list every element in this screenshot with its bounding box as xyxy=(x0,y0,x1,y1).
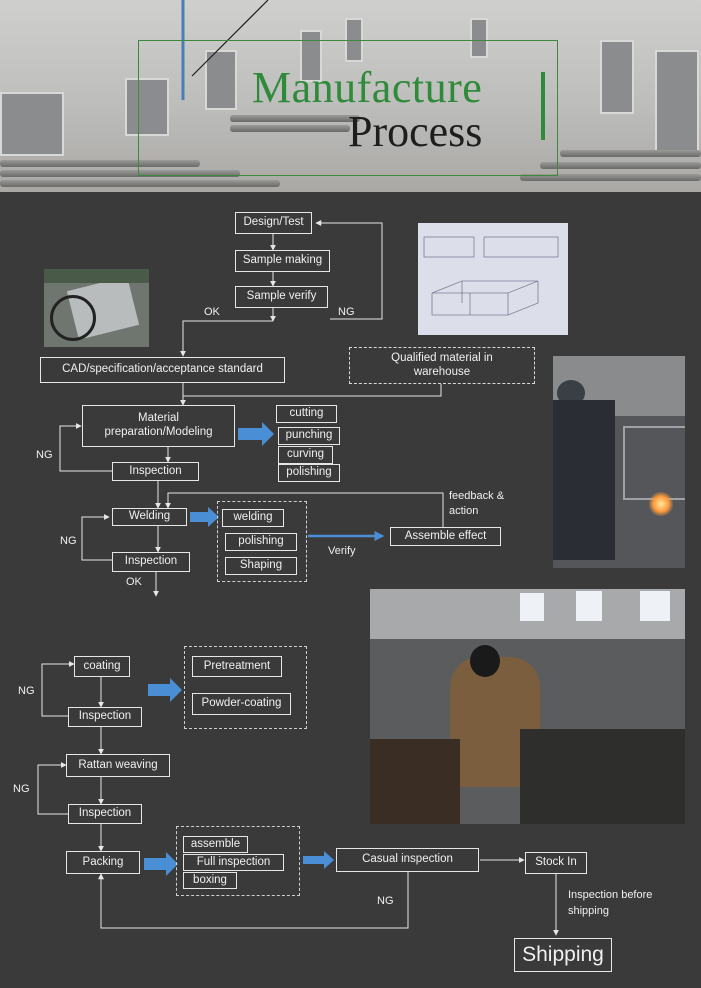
step-cad-spec: CAD/specification/acceptance standard xyxy=(40,357,285,383)
step-sample-verify: Sample verify xyxy=(235,286,328,308)
step-inspection-1: Inspection xyxy=(112,462,199,481)
pipe-stack xyxy=(560,150,701,157)
sub-cutting: cutting xyxy=(276,405,337,423)
pipe-stack xyxy=(540,162,701,169)
sub-full-inspection: Full inspection xyxy=(183,854,284,871)
factory-window xyxy=(655,50,699,154)
label-ok: OK xyxy=(204,306,220,318)
sub-shaping: Shaping xyxy=(225,557,297,575)
welding-sub-group xyxy=(217,501,307,582)
factory-window xyxy=(205,50,237,110)
step-qualified-material: Qualified material in warehouse xyxy=(349,347,535,384)
step-design-test: Design/Test xyxy=(235,212,312,234)
label-ng: NG xyxy=(60,535,77,547)
step-coating: coating xyxy=(74,656,130,677)
step-casual-inspection: Casual inspection xyxy=(336,848,479,872)
step-inspection-4: Inspection xyxy=(68,804,142,824)
title-process: Process xyxy=(348,107,483,156)
sub-powder-coating: Powder-coating xyxy=(192,693,291,715)
step-sample-making: Sample making xyxy=(235,250,330,272)
header-accent-lines xyxy=(181,0,269,100)
factory-window xyxy=(600,40,634,114)
photo-sample-cushion xyxy=(44,269,149,347)
coating-sub-group xyxy=(184,646,307,729)
title-manufacture: Manufacture xyxy=(252,63,483,112)
pipe-stack xyxy=(0,160,200,167)
sub-punching: punching xyxy=(278,427,340,445)
factory-window xyxy=(300,30,322,82)
label-ng: NG xyxy=(13,783,30,795)
label-ng: NG xyxy=(377,895,394,907)
label-ng: NG xyxy=(338,306,355,318)
sub-pretreatment: Pretreatment xyxy=(192,656,282,677)
label-ng: NG xyxy=(36,449,53,461)
label-inspection-before-shipping: Inspection before shipping xyxy=(568,889,653,917)
pipe-stack xyxy=(230,115,360,122)
pipe-stack xyxy=(520,174,701,181)
packing-sub-group xyxy=(176,826,300,896)
step-packing: Packing xyxy=(66,851,140,874)
step-stock-in: Stock In xyxy=(525,852,587,874)
label-ng: NG xyxy=(18,685,35,697)
step-rattan-weaving: Rattan weaving xyxy=(66,754,170,777)
title-frame xyxy=(138,40,558,176)
process-arrows xyxy=(144,422,334,876)
factory-window xyxy=(125,78,169,136)
label-ok: OK xyxy=(126,576,142,588)
photo-welding-worker xyxy=(553,356,685,568)
step-shipping: Shipping xyxy=(514,938,612,972)
sub-welding: welding xyxy=(222,509,284,527)
step-inspection-3: Inspection xyxy=(68,707,142,727)
factory-window xyxy=(0,92,64,156)
step-welding: Welding xyxy=(112,508,187,526)
sub-boxing: boxing xyxy=(183,872,237,889)
title-accent-bar xyxy=(541,72,545,140)
sub-polishing: polishing xyxy=(225,533,297,551)
step-inspection-2: Inspection xyxy=(112,552,190,572)
pipe-stack xyxy=(0,170,240,177)
sub-curving: curving xyxy=(278,446,333,464)
factory-window xyxy=(470,18,488,58)
pipe-stack xyxy=(0,180,280,187)
label-feedback: feedback & action xyxy=(449,490,505,517)
step-material-prep: Material preparation/Modeling xyxy=(82,405,235,447)
photo-rattan-weaving xyxy=(370,589,685,824)
pipe-stack xyxy=(230,125,350,132)
sub-assemble: assemble xyxy=(183,836,248,853)
photo-design-sketch xyxy=(418,223,568,335)
step-assemble-effect: Assemble effect xyxy=(390,527,501,546)
label-verify: Verify xyxy=(328,545,356,557)
sub-polishing: polishing xyxy=(278,464,340,482)
header-factory-banner: Manufacture Process xyxy=(0,0,701,192)
